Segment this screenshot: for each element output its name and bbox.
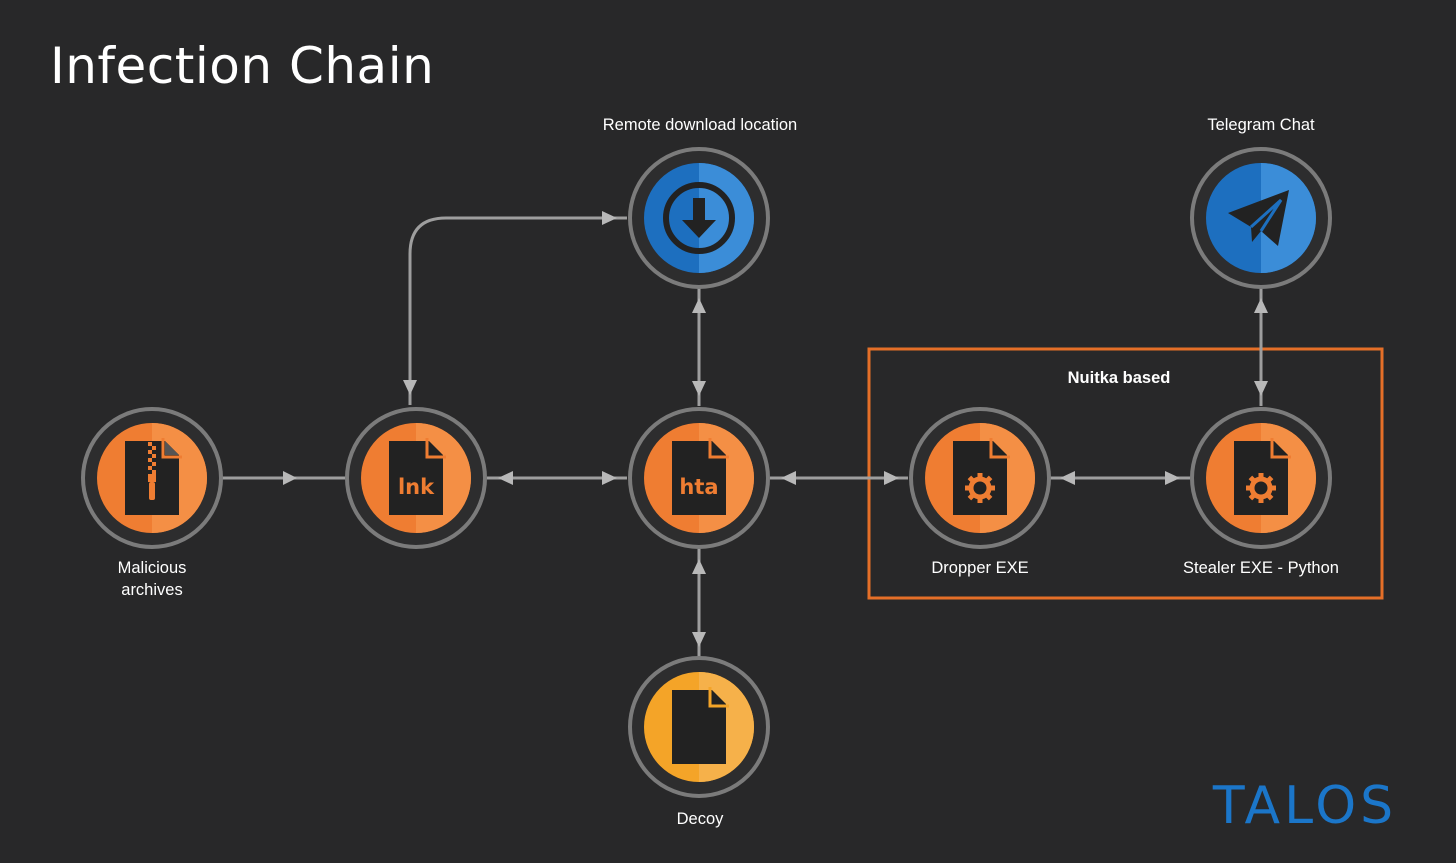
node-hta: hta [628,407,770,549]
label-line: Malicious [117,559,187,577]
label-dropper-exe: Dropper EXE [931,559,1029,577]
hta-file-icon: hta [672,438,729,515]
label-telegram-chat: Telegram Chat [1207,116,1315,134]
download-icon [663,182,735,254]
label-stealer-exe: Stealer EXE - Python [1183,559,1339,577]
lnk-icon-text: lnk [398,475,435,499]
hta-icon-text: hta [679,475,718,499]
page-title: Infection Chain [50,37,435,95]
talos-logo: TALOS [1212,776,1397,836]
gear-file-icon [1234,438,1291,515]
talos-logo-text: TALOS [1212,776,1397,836]
node-stealer-exe [1190,407,1332,549]
nuitka-group-box [867,347,1384,600]
telegram-icon [1228,190,1289,246]
document-icon [672,687,729,764]
node-remote-download [628,147,770,289]
node-dropper-exe [909,407,1051,549]
node-lnk: lnk [345,407,487,549]
gear-icon [1246,473,1276,503]
label-remote-download: Remote download location [602,116,798,134]
node-telegram-chat [1190,147,1332,289]
gear-file-icon [953,438,1010,515]
lnk-file-icon: lnk [389,438,446,515]
node-malicious-archives [81,407,223,549]
node-decoy [628,656,770,798]
connector-lnk-remote [408,216,627,405]
arrowheads [283,211,1268,647]
gear-icon [965,473,995,503]
label-line: archives [121,581,183,599]
label-decoy: Decoy [676,810,724,828]
zip-file-icon [125,438,182,515]
label-nuitka-based: Nuitka based [1067,369,1171,387]
label-malicious-archives: Malicious archives [92,557,212,601]
